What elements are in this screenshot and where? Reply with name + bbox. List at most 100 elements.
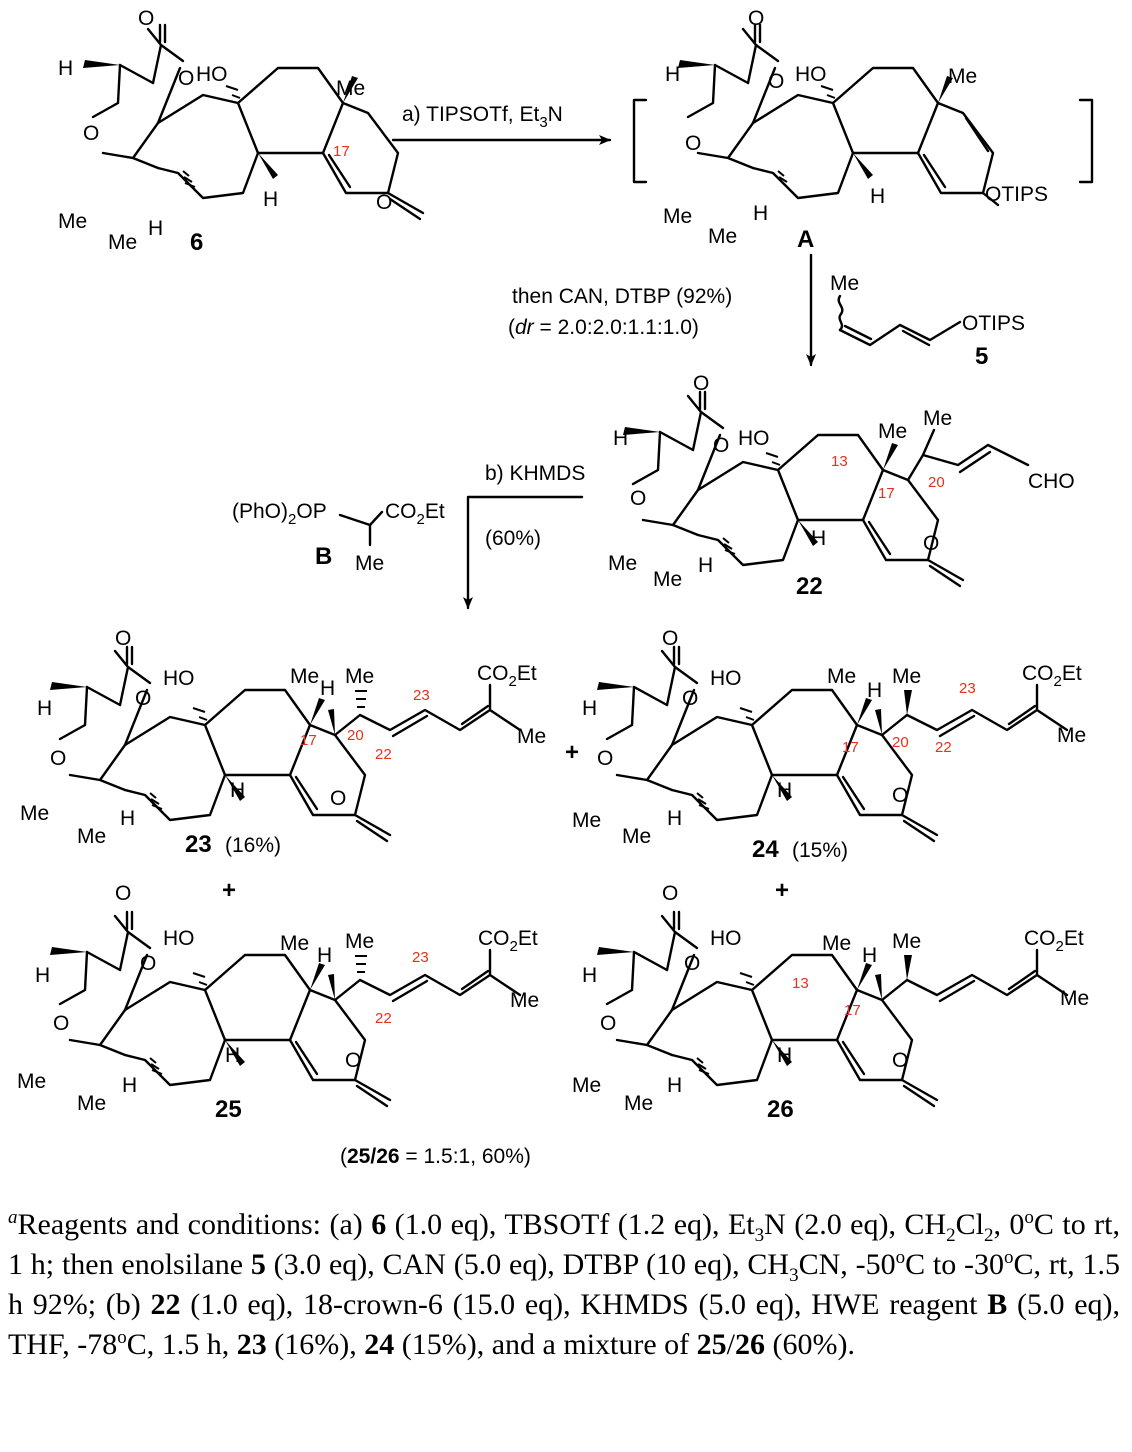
footnote-marker: a — [8, 1207, 18, 1228]
footnote-text: (1.0 eq), 18-crown-6 (15.0 eq), KHMDS (5… — [180, 1288, 988, 1321]
footnote-sub: 3 — [754, 1225, 765, 1246]
footnote-text: , 0 — [993, 1208, 1025, 1241]
footnote-text: Cl — [955, 1208, 984, 1241]
atom-label: HO — [196, 63, 228, 86]
atom-label: H — [777, 1044, 792, 1067]
intermediate-A-structure: O O HO H O Me Me H H Me OTIPS — [663, 7, 1048, 248]
compound-label-6: 6 — [190, 229, 203, 256]
compound-label-22: 22 — [796, 573, 823, 600]
carbon-number-20: 20 — [892, 734, 909, 751]
atom-label: Me — [708, 225, 737, 248]
atom-label: H — [698, 554, 713, 577]
atom-label: H — [753, 202, 768, 225]
atom-label: H — [148, 217, 163, 240]
atom-label: O — [115, 627, 131, 650]
footnote-sub: 2 — [983, 1225, 994, 1246]
footnote-text: (1.0 eq), TBSOTf (1.2 eq), Et — [386, 1208, 755, 1241]
atom-label: O — [768, 70, 784, 93]
atom-label: H — [58, 57, 73, 80]
atom-label: O — [662, 627, 678, 650]
footnote-sup: o — [1004, 1247, 1014, 1268]
compound-23-yield: (16%) — [225, 834, 281, 857]
footnote-sub: 2 — [946, 1225, 956, 1246]
atom-label: CO2Et — [1024, 927, 1084, 955]
atom-label: Me — [517, 725, 546, 748]
condition-then: then CAN, DTBP (92%) — [512, 285, 732, 308]
atom-label: Me — [830, 272, 859, 295]
atom-label: (PhO)2OP — [232, 500, 327, 528]
atom-label: H — [122, 1074, 137, 1097]
atom-label: O — [682, 687, 698, 710]
atom-label: O — [330, 787, 346, 810]
atom-label: Me — [17, 1070, 46, 1093]
atom-label: OTIPS — [985, 183, 1048, 206]
atom-label: O — [53, 1012, 69, 1035]
plus-sign: + — [222, 877, 236, 904]
atom-label: O — [135, 687, 151, 710]
atom-label: Me — [1060, 987, 1089, 1010]
atom-label: Me — [345, 665, 374, 688]
carbon-number-17: 17 — [333, 143, 350, 160]
atom-label: O — [713, 434, 729, 457]
footnote-text: C, rt, 1.5 h 92%; (b) — [8, 1248, 1120, 1321]
footnote-sup: o — [895, 1247, 906, 1268]
atom-label: Me — [822, 932, 851, 955]
carbon-number-20: 20 — [928, 474, 945, 491]
atom-label: O — [685, 132, 701, 155]
footnote-bold: B — [987, 1288, 1008, 1321]
footnote-text: CN, -50 — [798, 1248, 896, 1281]
atom-label: O — [50, 747, 66, 770]
atom-label: H — [777, 779, 792, 802]
atom-label: Me — [608, 552, 637, 575]
atom-label: HO — [163, 667, 195, 690]
atom-label: Me — [878, 420, 907, 443]
footnote-bold: 6 — [371, 1208, 387, 1241]
atom-label: O — [115, 882, 131, 905]
footnote-text: (3.0 eq), CAN (5.0 eq), DTBP (10 eq), CH — [265, 1248, 790, 1281]
atom-label: Me — [653, 568, 682, 591]
atom-label: CO2Et — [385, 500, 445, 528]
compound-label-B: B — [315, 543, 332, 570]
atom-label: Me — [58, 210, 87, 233]
atom-label: Me — [77, 1092, 106, 1115]
carbon-number-22: 22 — [935, 739, 952, 756]
compound-6-structure: O O HO H O Me Me H H Me O 17 — [58, 7, 425, 254]
footnote-bold: 24 — [364, 1328, 395, 1361]
bracket-left — [632, 98, 648, 184]
reagent-B-structure: (PhO)2OP CO2Et Me — [232, 500, 445, 575]
atom-label: Me — [510, 989, 539, 1012]
compound-label-5: 5 — [975, 343, 988, 370]
atom-label: H — [225, 1044, 240, 1067]
carbon-number-20: 20 — [347, 727, 364, 744]
atom-label: O — [138, 7, 154, 30]
footnote-sup: o — [117, 1327, 127, 1348]
atom-label: O — [892, 784, 908, 807]
compound-5-structure: Me OTIPS — [830, 272, 1025, 347]
footnote-text: C to -30 — [905, 1248, 1005, 1281]
compound-label-25: 25 — [215, 1096, 242, 1123]
atom-label: Me — [290, 665, 319, 688]
compound-label-24: 24 — [752, 836, 779, 863]
atom-label: O — [662, 882, 678, 905]
mixture-ratio: (25/26 = 1.5:1, 60%) — [340, 1145, 531, 1168]
carbon-number-17: 17 — [844, 1002, 861, 1019]
footnote-bold: 5 — [250, 1248, 266, 1281]
atom-label: H — [317, 944, 332, 967]
atom-label: O — [345, 1049, 361, 1072]
atom-label: Me — [355, 552, 384, 575]
carbon-number-17: 17 — [300, 732, 317, 749]
atom-label: Me — [663, 205, 692, 228]
footnote-text: C to rt, 1 h; then enolsilane — [8, 1208, 1120, 1281]
reaction-scheme: O O HO H O Me Me H H Me O 17 6 a) TIPSOT… — [17, 7, 1094, 1168]
atom-label: Me — [827, 665, 856, 688]
atom-label: Me — [1057, 724, 1086, 747]
atom-label: H — [870, 185, 885, 208]
footnote-bold: 25 — [696, 1328, 727, 1361]
atom-label: H — [263, 188, 278, 211]
carbon-number-23: 23 — [413, 687, 430, 704]
atom-label: O — [140, 952, 156, 975]
atom-label: Me — [923, 407, 952, 430]
footnote-text: (60%). — [765, 1328, 855, 1361]
atom-label: HO — [738, 427, 770, 450]
atom-label: HO — [710, 667, 742, 690]
